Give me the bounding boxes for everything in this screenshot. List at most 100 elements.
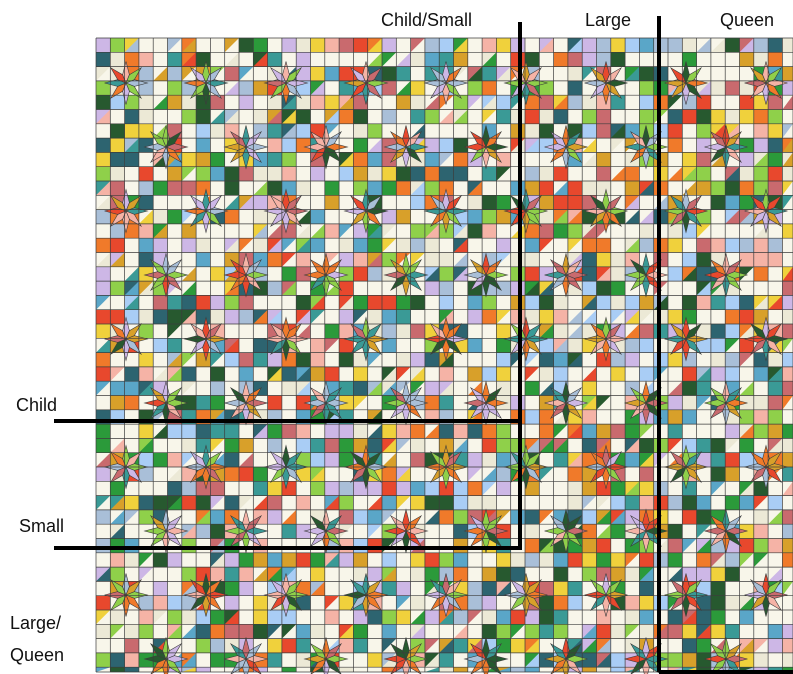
fabric-square	[239, 110, 253, 124]
fabric-square	[725, 567, 739, 581]
fabric-square	[282, 481, 296, 495]
fabric-square	[740, 295, 754, 309]
fabric-square	[368, 539, 382, 553]
fabric-square	[697, 95, 711, 109]
fabric-square	[782, 410, 793, 424]
fabric-square	[625, 424, 639, 438]
fabric-square	[311, 438, 325, 452]
eight-point-star-icon	[385, 126, 428, 169]
fabric-square	[239, 438, 253, 452]
fabric-square	[740, 496, 754, 510]
fabric-square	[768, 281, 782, 295]
fabric-square	[225, 95, 239, 109]
fabric-square	[425, 238, 439, 252]
fabric-square	[368, 653, 382, 667]
fabric-square	[697, 610, 711, 624]
fabric-square	[153, 438, 167, 452]
fabric-square	[639, 110, 653, 124]
fabric-square	[611, 181, 625, 195]
fabric-square	[239, 610, 253, 624]
fabric-square	[568, 110, 582, 124]
fabric-square	[325, 238, 339, 252]
fabric-square	[625, 467, 639, 481]
fabric-square	[697, 553, 711, 567]
fabric-square	[110, 124, 124, 138]
fabric-square	[697, 353, 711, 367]
fabric-square	[768, 353, 782, 367]
fabric-square	[368, 310, 382, 324]
fabric-square	[711, 467, 725, 481]
fabric-square	[711, 367, 725, 381]
fabric-square	[96, 267, 110, 281]
fabric-square	[382, 110, 396, 124]
fabric-square	[225, 67, 239, 81]
fabric-square	[582, 481, 596, 495]
fabric-square	[711, 438, 725, 452]
fabric-square	[482, 438, 496, 452]
fabric-square	[225, 324, 239, 338]
fabric-square	[439, 367, 453, 381]
eight-point-star-icon	[545, 126, 588, 169]
fabric-square	[210, 653, 224, 667]
eight-point-star-icon	[425, 190, 468, 233]
fabric-square	[611, 553, 625, 567]
fabric-square	[597, 667, 611, 672]
fabric-square	[239, 310, 253, 324]
fabric-square	[139, 481, 153, 495]
fabric-square	[568, 567, 582, 581]
fabric-square	[697, 138, 711, 152]
fabric-square	[711, 167, 725, 181]
fabric-square	[268, 610, 282, 624]
eight-point-star-icon	[585, 190, 628, 233]
fabric-square	[611, 353, 625, 367]
fabric-square	[625, 295, 639, 309]
fabric-square	[139, 152, 153, 166]
fabric-square	[125, 167, 139, 181]
fabric-square	[196, 267, 210, 281]
fabric-square	[425, 381, 439, 395]
fabric-square	[311, 67, 325, 81]
fabric-square	[611, 639, 625, 653]
fabric-square	[196, 481, 210, 495]
fabric-square	[482, 624, 496, 638]
fabric-square	[639, 624, 653, 638]
fabric-square	[468, 195, 482, 209]
fabric-square	[525, 253, 539, 267]
fabric-square	[268, 95, 282, 109]
fabric-square	[625, 596, 639, 610]
fabric-square	[754, 524, 768, 538]
fabric-square	[725, 553, 739, 567]
fabric-square	[754, 367, 768, 381]
fabric-square	[268, 510, 282, 524]
fabric-square	[597, 295, 611, 309]
fabric-square	[511, 238, 525, 252]
fabric-square	[268, 396, 282, 410]
fabric-square	[439, 653, 453, 667]
fabric-square	[711, 596, 725, 610]
fabric-square	[468, 310, 482, 324]
fabric-square	[311, 338, 325, 352]
fabric-square	[382, 553, 396, 567]
fabric-square	[368, 438, 382, 452]
fabric-square	[625, 52, 639, 66]
fabric-square	[711, 310, 725, 324]
fabric-square	[296, 295, 310, 309]
fabric-square	[168, 596, 182, 610]
fabric-square	[639, 496, 653, 510]
fabric-square	[411, 338, 425, 352]
fabric-square	[582, 52, 596, 66]
fabric-square	[554, 110, 568, 124]
fabric-square	[96, 281, 110, 295]
fabric-square	[439, 496, 453, 510]
fabric-square	[597, 310, 611, 324]
fabric-square	[339, 181, 353, 195]
fabric-square	[168, 581, 182, 595]
fabric-square	[168, 295, 182, 309]
fabric-square	[468, 553, 482, 567]
fabric-square	[153, 110, 167, 124]
fabric-square	[725, 310, 739, 324]
fabric-square	[296, 67, 310, 81]
fabric-square	[740, 310, 754, 324]
fabric-square	[482, 167, 496, 181]
fabric-square	[353, 295, 367, 309]
